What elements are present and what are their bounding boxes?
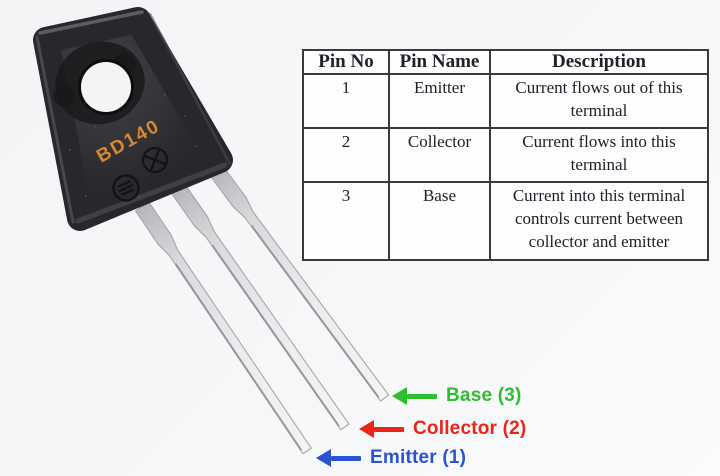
transistor-leg-collector [170,183,350,431]
header-description: Description [489,49,709,75]
transistor-photo: BD140 [33,7,390,455]
arrow-shaft [331,455,361,461]
manufacturer-logo-icon [112,174,140,202]
mounting-hole [53,41,145,125]
arrow-head [359,420,374,438]
collector-pin-label: Collector (2) [413,418,527,439]
transistor-leg-base [208,164,390,402]
pin-table: Pin No Pin Name Description 1 Emitter Cu… [302,49,709,261]
pin-no-cell: 2 [302,127,390,183]
table-row-pin2: 2 Collector Current flows into this term… [302,127,709,183]
pin-name-cell: Base [388,181,491,261]
certification-mark-icon [141,146,169,174]
pin-name-cell: Collector [388,127,491,183]
base-pin-label: Base (3) [446,385,522,406]
transistor-leg-emitter [135,201,312,455]
pin-no-cell: 3 [302,181,390,261]
left-arrow-icon [359,420,404,438]
pin-description-cell: Current flows out of this terminal [489,73,709,129]
collector-pin-pointer: Collector (2) [359,417,526,441]
table-row-pin3: 3 Base Current into this terminal contro… [302,181,709,261]
emitter-pin-pointer: Emitter (1) [316,446,466,470]
arrow-shaft [374,426,404,432]
surface-texture [68,68,198,198]
header-pin-no: Pin No [302,49,390,75]
header-pin-name: Pin Name [388,49,491,75]
arrow-shaft [407,393,437,399]
transistor-body: BD140 [33,7,233,231]
arrow-head [316,449,331,467]
pin-description-cell: Current into this terminal controls curr… [489,181,709,261]
table-header-row: Pin No Pin Name Description [302,49,709,75]
pin-no-cell: 1 [302,73,390,129]
pin-name-cell: Emitter [388,73,491,129]
left-arrow-icon [392,387,437,405]
arrow-head [392,387,407,405]
emitter-pin-label: Emitter (1) [370,447,467,468]
left-arrow-icon [316,449,361,467]
table-row-pin1: 1 Emitter Current flows out of this term… [302,73,709,129]
base-pin-pointer: Base (3) [392,384,522,408]
pin-description-cell: Current flows into this terminal [489,127,709,183]
